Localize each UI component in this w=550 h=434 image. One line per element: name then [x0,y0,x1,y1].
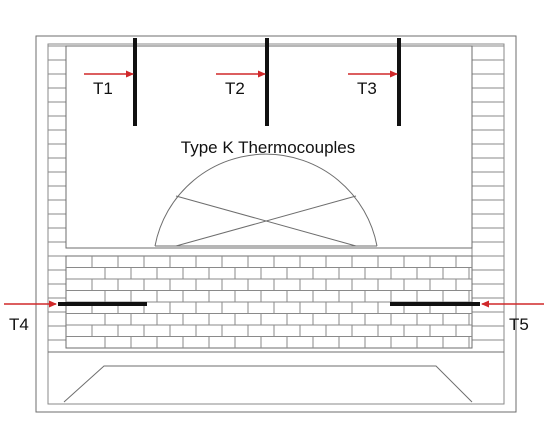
furnace-base [48,351,504,403]
label-t3: T3 [357,79,377,98]
caption-thermocouples: Type K Thermocouples [181,138,356,157]
label-t2: T2 [225,79,245,98]
label-t5: T5 [509,315,529,334]
left-brick-wall [47,45,66,346]
label-t4: T4 [9,315,29,334]
arch-dome [154,153,378,247]
label-t1: T1 [93,79,113,98]
right-brick-wall [471,45,504,346]
brick-hearth [65,255,473,349]
